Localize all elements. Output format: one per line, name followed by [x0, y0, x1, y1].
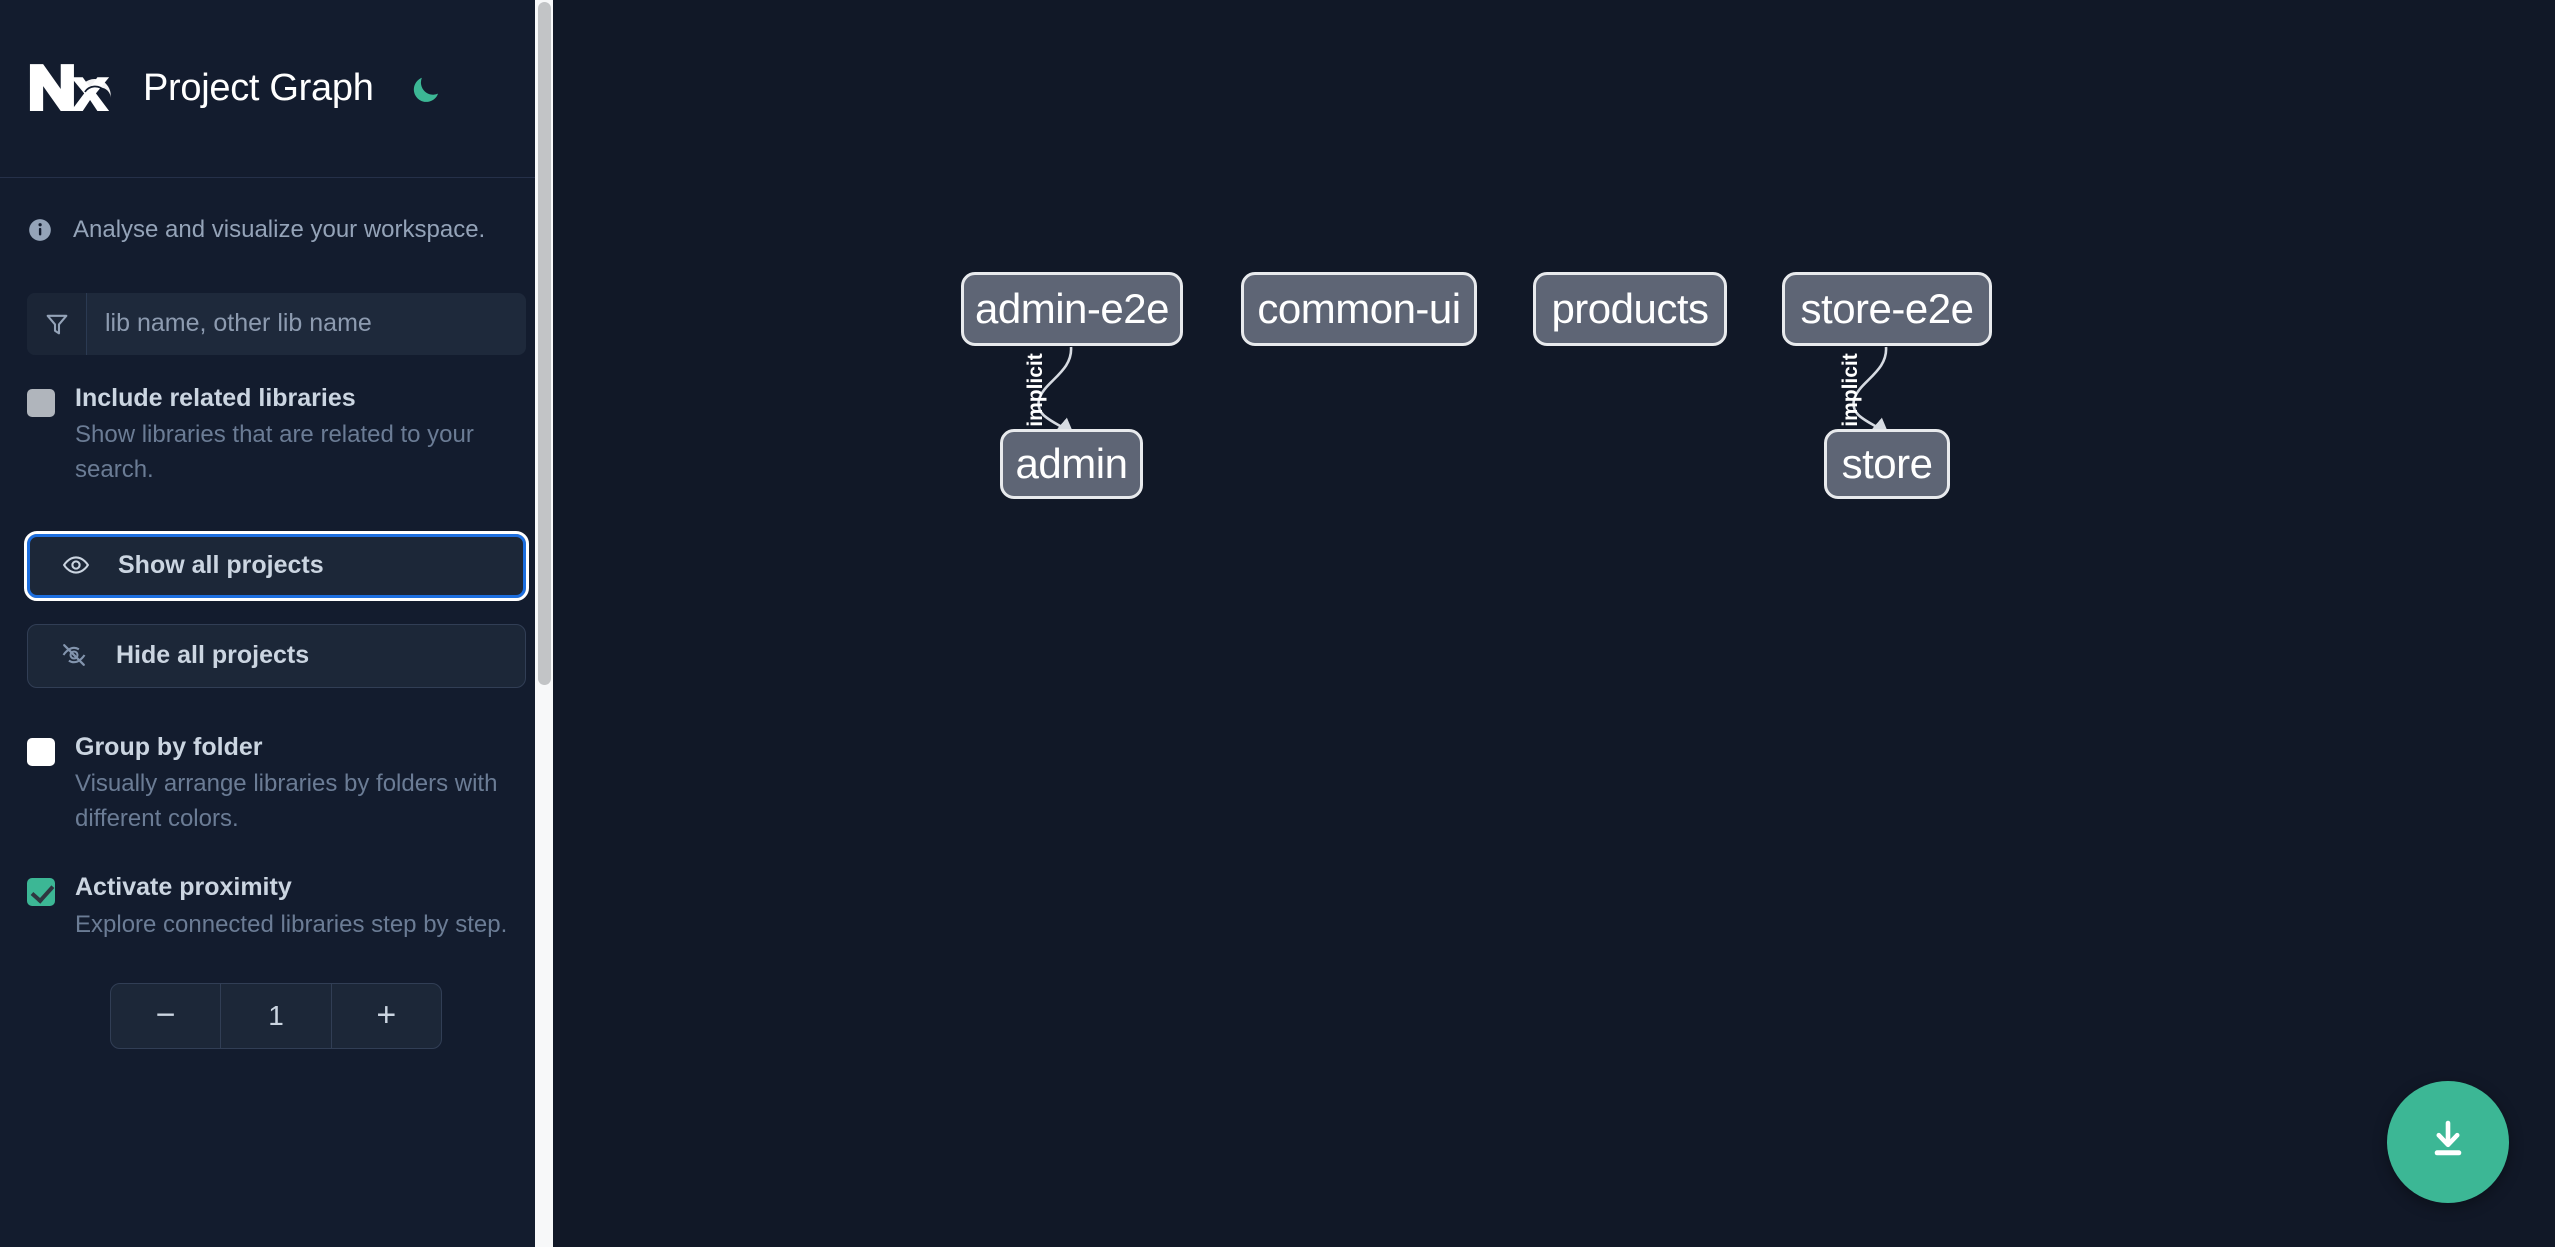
moon-icon[interactable]	[406, 69, 446, 109]
sidebar-scrollbar-thumb[interactable]	[538, 2, 551, 685]
search-input[interactable]	[87, 292, 526, 355]
graph-node-common-ui[interactable]: common-ui	[1241, 272, 1477, 346]
spacer	[0, 688, 553, 732]
edge-label-store-implicit: implicit	[1839, 353, 1862, 427]
graph-node-label: admin-e2e	[975, 285, 1169, 332]
graph-node-label: products	[1551, 285, 1709, 332]
activate-proximity-checkbox[interactable]	[27, 878, 55, 907]
info-circle-icon	[27, 217, 53, 243]
option-group-by-folder[interactable]: Group by folder Visually arrange librari…	[27, 732, 526, 837]
graph-node-label: admin	[1015, 440, 1128, 487]
show-all-projects-button[interactable]: Show all projects	[24, 530, 529, 601]
hide-all-projects-label: Hide all projects	[116, 641, 310, 670]
download-icon	[2424, 1116, 2472, 1169]
activate-proximity-label: Activate proximity	[75, 873, 292, 902]
graph-node-admin[interactable]: admin	[1000, 429, 1143, 499]
group-by-folder-checkbox[interactable]	[27, 737, 55, 766]
filter-row	[27, 292, 526, 355]
nx-logo-icon	[27, 58, 115, 120]
proximity-stepper: − 1 +	[110, 982, 442, 1049]
include-related-libraries-description: Show libraries that are related to your …	[75, 421, 474, 483]
workspace-info: Analyse and visualize your workspace.	[0, 178, 553, 245]
group-by-folder-description: Visually arrange libraries by folders wi…	[75, 769, 498, 832]
proximity-value[interactable]: 1	[220, 983, 330, 1048]
sidebar-scrollbar[interactable]	[535, 0, 553, 1247]
option-activate-proximity[interactable]: Activate proximity Explore connected lib…	[27, 872, 526, 942]
option-include-related-libraries[interactable]: Include related libraries Show libraries…	[27, 383, 526, 488]
proximity-decrement-button[interactable]: −	[155, 996, 176, 1035]
spacer	[0, 598, 553, 624]
graph-node-store[interactable]: store	[1824, 429, 1950, 499]
project-graph-canvas[interactable]: admin-e2e common-ui products store-e2e a…	[553, 0, 2555, 1247]
graph-node-label: store	[1841, 440, 1933, 487]
download-button[interactable]	[2387, 1081, 2509, 1203]
spacer	[0, 488, 553, 534]
workspace-info-text: Analyse and visualize your workspace.	[73, 216, 486, 243]
graph-node-admin-e2e[interactable]: admin-e2e	[961, 272, 1183, 346]
funnel-icon[interactable]	[27, 292, 87, 355]
sidebar-header: Project Graph	[0, 0, 553, 178]
graph-node-label: store-e2e	[1800, 285, 1974, 332]
include-related-libraries-checkbox[interactable]	[27, 388, 55, 417]
group-by-folder-label: Group by folder	[75, 732, 263, 761]
include-related-libraries-label: Include related libraries	[75, 383, 356, 412]
sidebar: Project Graph Analyse and visualize your…	[0, 0, 553, 1247]
activate-proximity-description: Explore connected libraries step by step…	[75, 910, 508, 938]
graph-node-label: common-ui	[1257, 285, 1461, 332]
page-title: Project Graph	[143, 67, 374, 109]
graph-node-products[interactable]: products	[1533, 272, 1727, 346]
eye-slash-icon	[58, 641, 94, 671]
show-all-projects-label: Show all projects	[118, 551, 324, 580]
hide-all-projects-button[interactable]: Hide all projects	[27, 623, 526, 688]
edge-label-admin-implicit: implicit	[1024, 353, 1047, 427]
graph-edges	[1037, 346, 1890, 437]
graph-node-store-e2e[interactable]: store-e2e	[1782, 272, 1992, 346]
proximity-increment-button[interactable]: +	[330, 983, 441, 1048]
eye-icon	[60, 551, 96, 581]
